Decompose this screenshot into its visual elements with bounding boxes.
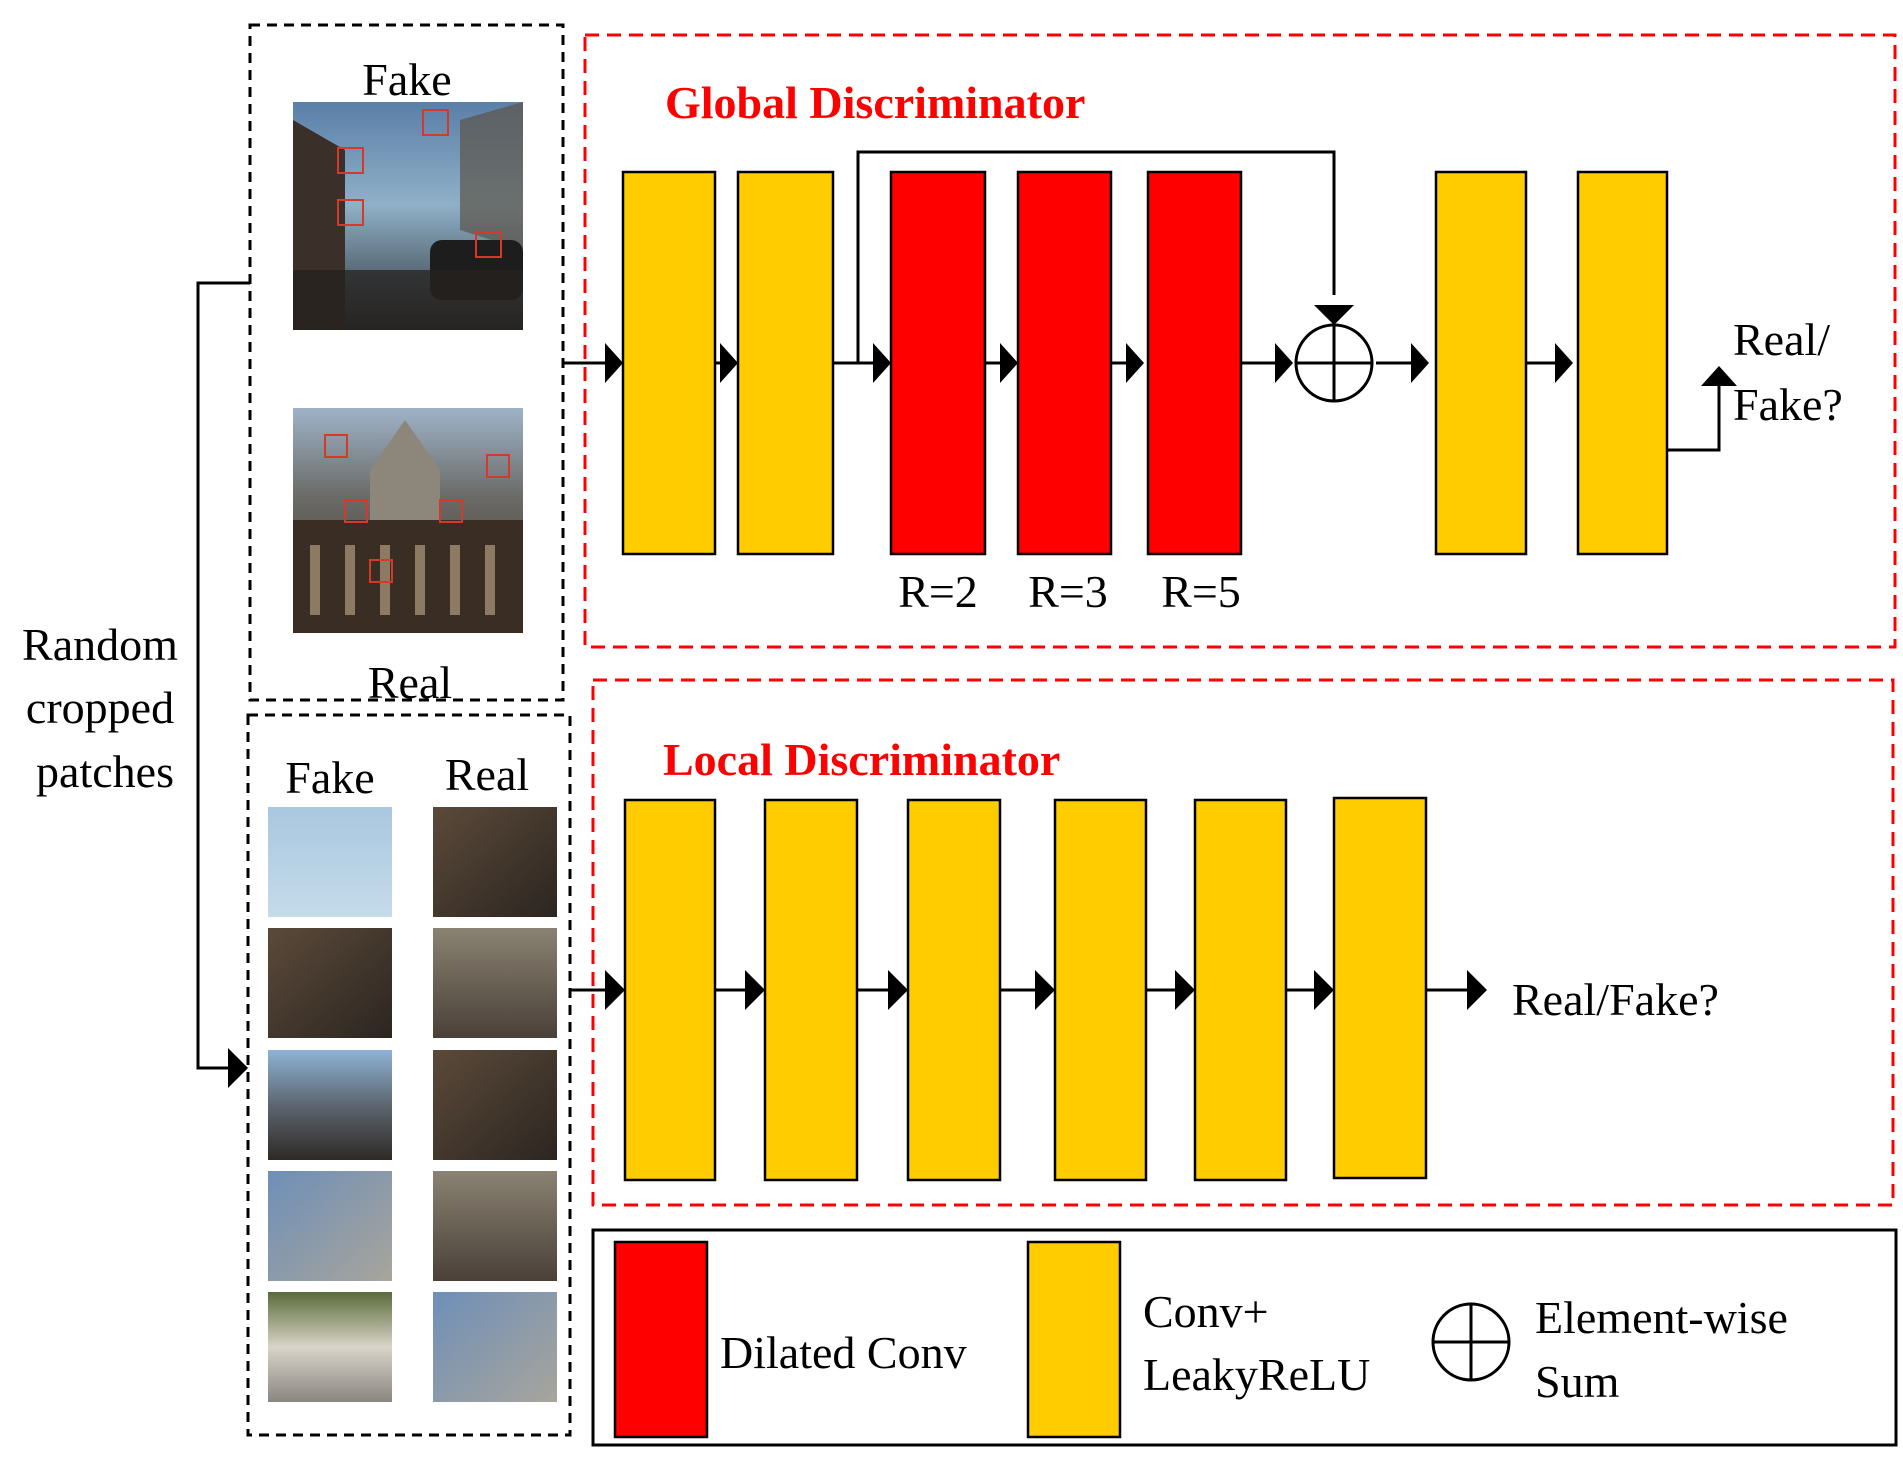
legend-sum-label-line-2: Sum	[1535, 1356, 1620, 1407]
legend-sum-icon	[1431, 1302, 1511, 1382]
local-conv-block-6	[1332, 796, 1428, 1180]
global-conv-block-3	[1434, 170, 1528, 556]
bracket-connector	[196, 281, 250, 1070]
top-real-image	[293, 408, 523, 633]
legend-dilated-swatch	[613, 1240, 709, 1439]
legend-conv-swatch	[1026, 1240, 1122, 1439]
global-discriminator: Global Discriminator	[563, 33, 1897, 649]
element-wise-sum-icon	[1294, 323, 1374, 403]
side-label-line-1: Random	[22, 619, 178, 670]
global-conv-block-4	[1576, 170, 1669, 556]
bottom-fake-label: Fake	[285, 752, 374, 803]
global-conv-block-1	[621, 170, 717, 556]
dilation-label-2: R=3	[1028, 566, 1108, 617]
side-label: Random cropped patches	[22, 619, 178, 797]
fake-patch	[268, 928, 392, 1038]
local-discriminator: Local Discriminator Real/Fake?	[570, 678, 1895, 1207]
global-output-line-1: Real/	[1733, 314, 1830, 365]
legend-sum-label-line-1: Element-wise	[1535, 1292, 1788, 1343]
local-conv-block-4	[1053, 798, 1148, 1182]
global-title: Global Discriminator	[665, 77, 1085, 128]
bottom-image-group: Fake Real	[246, 713, 572, 1437]
top-image-group: Fake Real	[248, 23, 565, 708]
side-label-line-2: cropped	[26, 682, 174, 733]
local-conv-block-2	[763, 798, 859, 1182]
real-patch	[433, 807, 557, 917]
global-conv-block-2	[736, 170, 835, 556]
global-dilated-block-2	[1016, 170, 1113, 556]
top-fake-label: Fake	[362, 54, 451, 105]
legend-conv-label-line-2: LeakyReLU	[1143, 1349, 1370, 1400]
side-label-line-3: patches	[36, 746, 174, 797]
local-conv-block-3	[906, 798, 1002, 1182]
global-dilated-block-1	[889, 170, 987, 556]
fake-patch	[268, 1171, 392, 1281]
local-title: Local Discriminator	[663, 734, 1060, 785]
real-patch	[433, 1050, 557, 1160]
global-output-line-2: Fake?	[1733, 379, 1843, 430]
real-patch	[433, 1171, 557, 1281]
bracket-arrowhead	[228, 1048, 248, 1088]
fake-patch	[268, 1050, 392, 1160]
real-patch	[433, 928, 557, 1038]
fake-patch	[268, 1292, 392, 1402]
top-real-label: Real	[368, 657, 452, 708]
local-conv-block-5	[1193, 798, 1288, 1182]
legend-conv-label-line-1: Conv+	[1143, 1286, 1269, 1337]
real-patch	[433, 1292, 557, 1402]
local-output-label: Real/Fake?	[1512, 974, 1719, 1025]
legend-dilated-label: Dilated Conv	[720, 1327, 967, 1378]
top-fake-image	[293, 102, 523, 330]
global-dilated-block-3	[1146, 170, 1243, 556]
local-conv-block-1	[623, 798, 717, 1182]
fake-patch	[268, 807, 392, 917]
legend: Dilated Conv Conv+ LeakyReLU Element-wis…	[591, 1228, 1898, 1447]
dilation-label-3: R=5	[1161, 566, 1241, 617]
dilation-label-1: R=2	[898, 566, 978, 617]
bottom-real-label: Real	[445, 749, 529, 800]
